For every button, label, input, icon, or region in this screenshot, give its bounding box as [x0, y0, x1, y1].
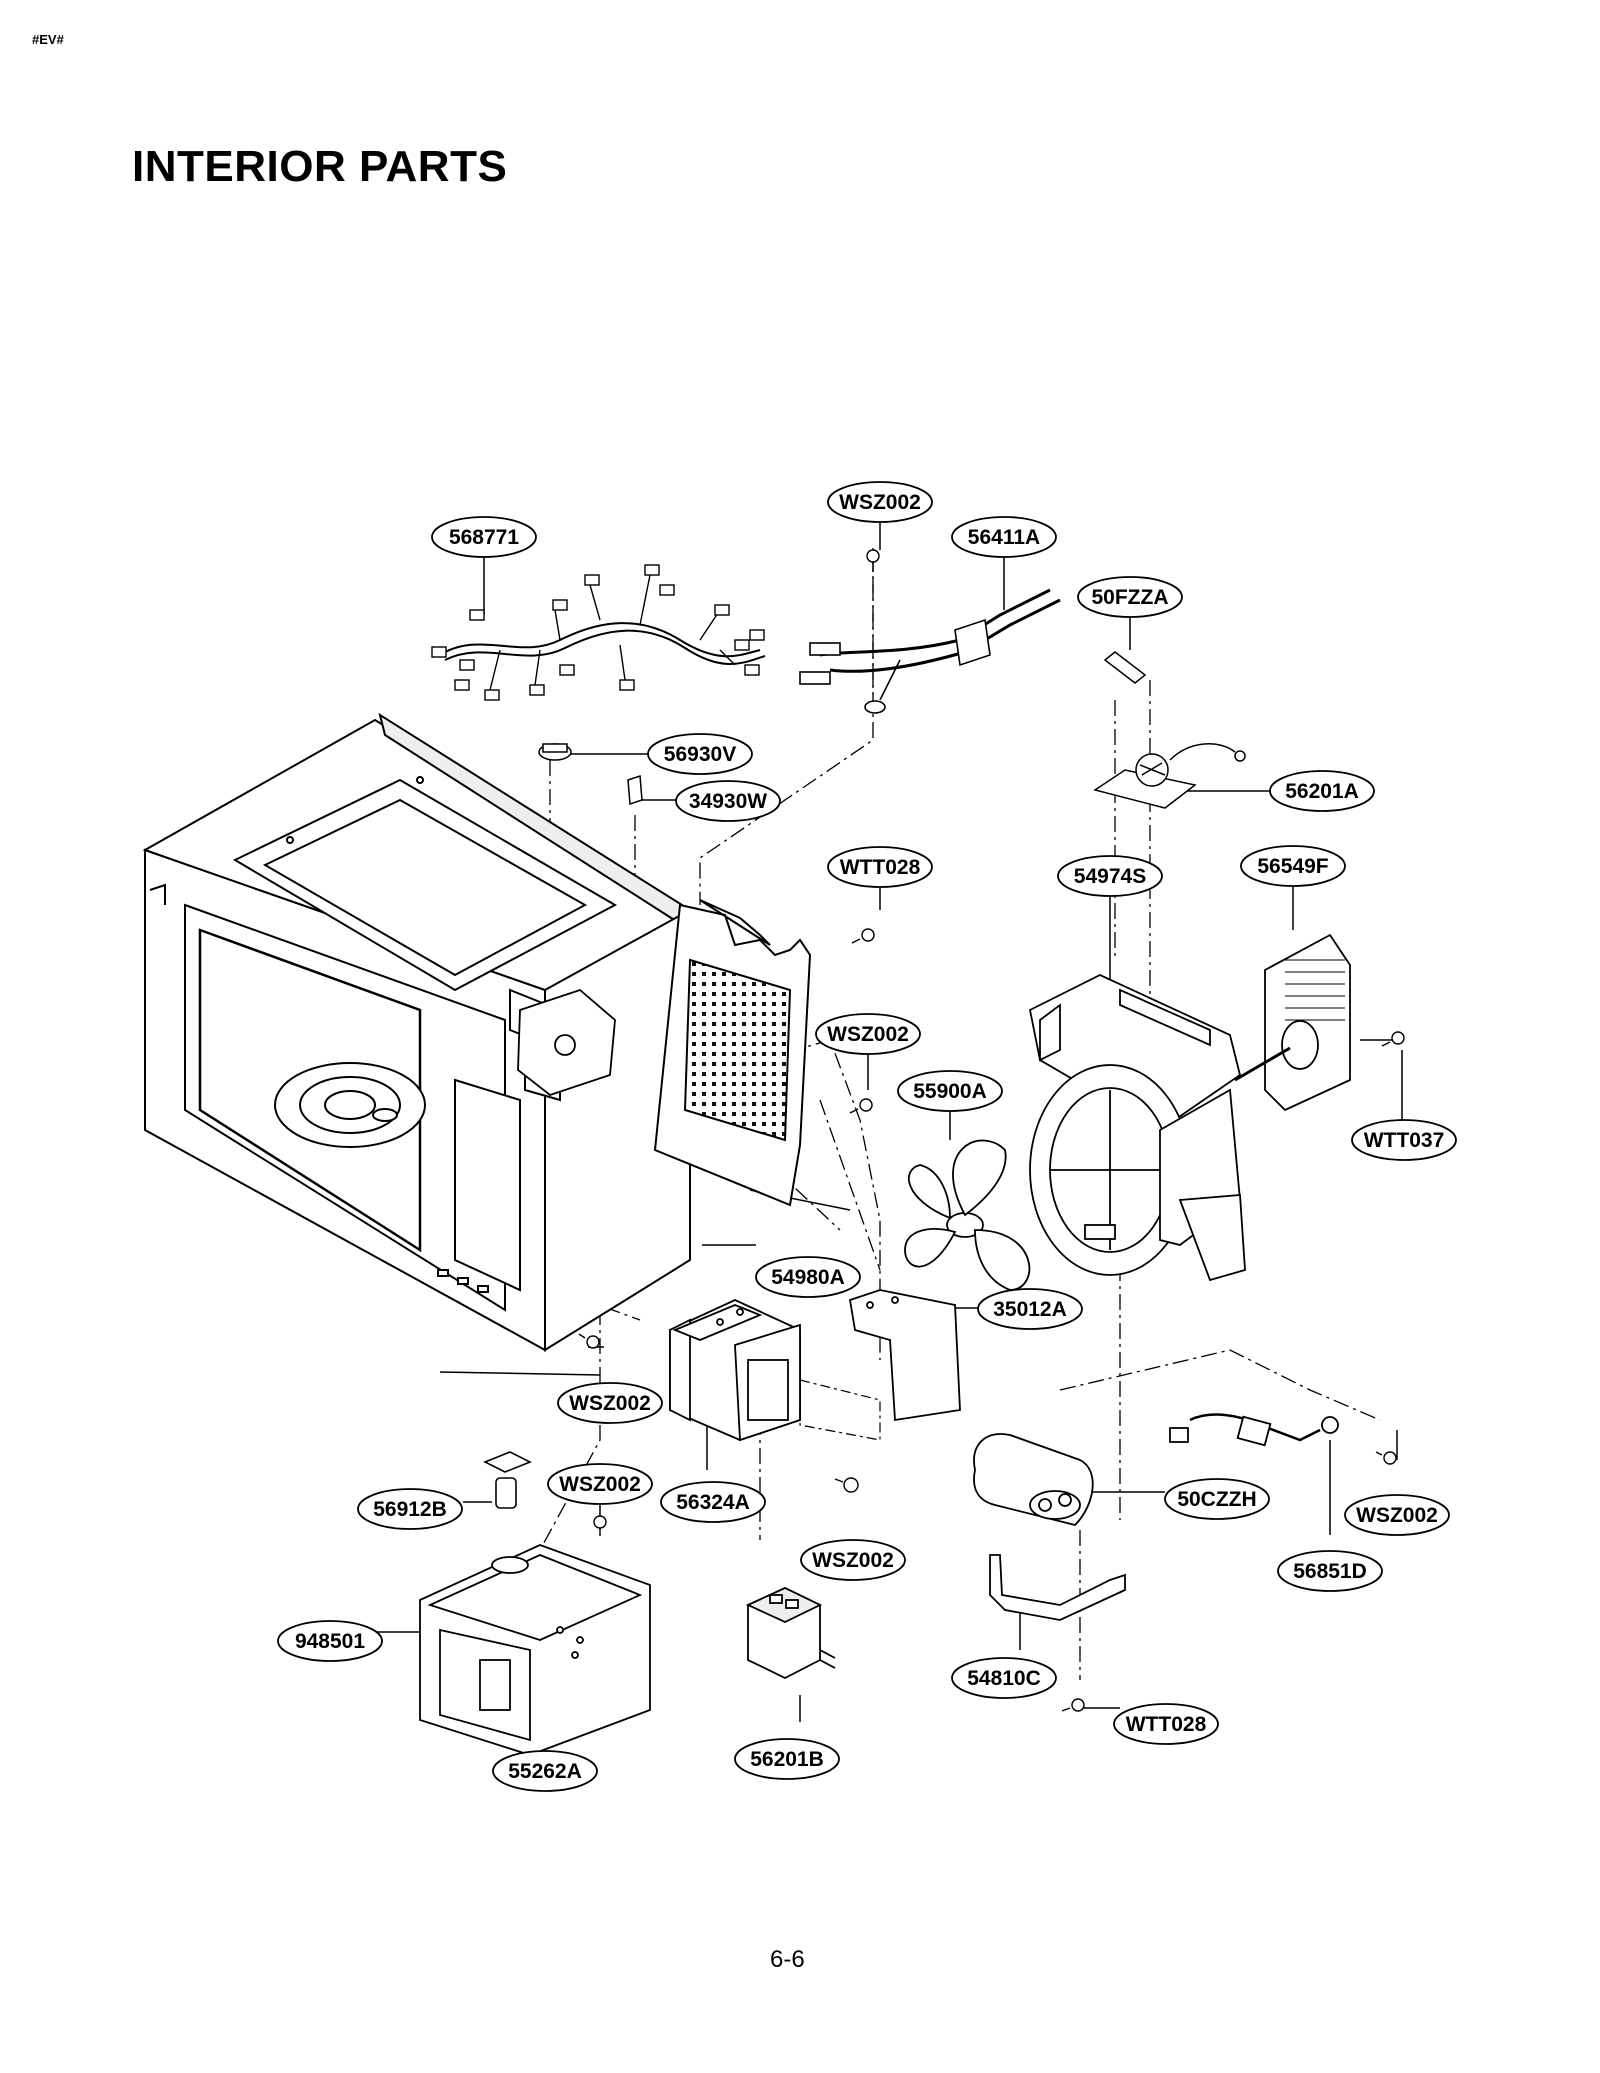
label-wtt037: WTT037	[1351, 1119, 1457, 1161]
page-number: 6-6	[770, 1946, 805, 1973]
label-wsz002-right: WSZ002	[1344, 1494, 1450, 1536]
label-56201b: 56201B	[734, 1738, 840, 1780]
label-56324a: 56324A	[660, 1481, 766, 1523]
magnetron	[669, 1299, 881, 1442]
wire-harness	[431, 564, 766, 701]
svg-text:54980A: 54980A	[771, 1266, 845, 1289]
svg-text:WSZ002: WSZ002	[1356, 1504, 1438, 1527]
svg-text:WSZ002: WSZ002	[827, 1023, 909, 1046]
hv-capacitor	[973, 1433, 1094, 1526]
label-wtt028-bot: WTT028	[1113, 1703, 1219, 1745]
label-56411a: 56411A	[951, 516, 1057, 558]
label-wsz002-top: WSZ002	[827, 481, 933, 523]
hv-diode	[1169, 1413, 1339, 1447]
noise-filter-board	[1093, 743, 1246, 809]
svg-text:50FZZA: 50FZZA	[1091, 586, 1168, 609]
relay	[745, 1587, 836, 1680]
label-56930v: 56930V	[647, 733, 753, 775]
svg-text:56851D: 56851D	[1293, 1560, 1367, 1583]
svg-text:34930W: 34930W	[689, 790, 767, 813]
screws	[578, 549, 1405, 1712]
svg-text:56930V: 56930V	[664, 743, 736, 766]
document-code: #EV#	[32, 32, 64, 47]
power-cord	[799, 588, 1061, 714]
svg-text:WSZ002: WSZ002	[569, 1392, 651, 1415]
svg-text:56201A: 56201A	[1285, 780, 1359, 803]
label-56912b: 56912B	[357, 1488, 463, 1530]
label-568771: 568771	[431, 516, 537, 558]
page-title: INTERIOR PARTS	[132, 142, 508, 191]
svg-text:54974S: 54974S	[1074, 865, 1146, 888]
svg-text:56549F: 56549F	[1257, 855, 1328, 878]
svg-text:568771: 568771	[449, 526, 519, 549]
door-switch	[627, 774, 643, 806]
label-56851d: 56851D	[1277, 1550, 1383, 1592]
svg-text:35012A: 35012A	[993, 1298, 1067, 1321]
label-wsz002-left: WSZ002	[557, 1382, 663, 1424]
fan-blade	[904, 1139, 1031, 1291]
svg-text:56324A: 56324A	[676, 1491, 750, 1514]
svg-text:WTT028: WTT028	[1126, 1713, 1207, 1736]
label-56201a: 56201A	[1269, 770, 1375, 812]
svg-text:WSZ002: WSZ002	[812, 1549, 894, 1572]
svg-text:55900A: 55900A	[913, 1080, 987, 1103]
label-55900a: 55900A	[897, 1070, 1003, 1112]
label-wsz002-mid: WSZ002	[815, 1013, 921, 1055]
svg-text:56411A: 56411A	[968, 526, 1040, 549]
transformer-base	[419, 1544, 651, 1756]
svg-text:56201B: 56201B	[750, 1748, 824, 1771]
svg-text:56912B: 56912B	[373, 1498, 447, 1521]
svg-text:WSZ002: WSZ002	[839, 491, 921, 514]
label-55262a: 55262A	[492, 1750, 598, 1792]
label-54980a: 54980A	[755, 1256, 861, 1298]
capacitor-bracket	[989, 1554, 1126, 1621]
svg-text:948501: 948501	[295, 1630, 365, 1653]
label-wsz002-low: WSZ002	[547, 1463, 653, 1505]
fan-motor	[1234, 933, 1351, 1112]
fuse	[1103, 651, 1147, 684]
svg-text:WSZ002: WSZ002	[559, 1473, 641, 1496]
label-54974s: 54974S	[1057, 855, 1163, 897]
turntable-motor-bracket	[517, 988, 616, 1097]
svg-text:50CZZH: 50CZZH	[1177, 1488, 1256, 1511]
rear-vent-panel	[653, 899, 812, 1207]
label-wtt028-top: WTT028	[827, 846, 933, 888]
svg-text:WTT037: WTT037	[1364, 1129, 1445, 1152]
part-labels: 568771 WSZ002 56411A 50FZZA 56930V 34930…	[277, 481, 1457, 1792]
svg-text:55262A: 55262A	[508, 1760, 582, 1783]
label-54810c: 54810C	[951, 1657, 1057, 1699]
label-34930w: 34930W	[675, 780, 781, 822]
label-35012a: 35012A	[977, 1288, 1083, 1330]
air-guide	[848, 1289, 961, 1422]
label-56549f: 56549F	[1240, 845, 1346, 887]
label-948501: 948501	[277, 1620, 383, 1662]
label-50czzh: 50CZZH	[1164, 1478, 1270, 1520]
svg-text:WTT028: WTT028	[840, 856, 921, 879]
fan-duct	[1028, 974, 1246, 1282]
sensor-relay	[483, 1451, 532, 1509]
thermostat	[538, 743, 572, 761]
label-50fzza: 50FZZA	[1077, 576, 1183, 618]
label-wsz002-bot: WSZ002	[800, 1539, 906, 1581]
svg-text:54810C: 54810C	[967, 1667, 1041, 1690]
